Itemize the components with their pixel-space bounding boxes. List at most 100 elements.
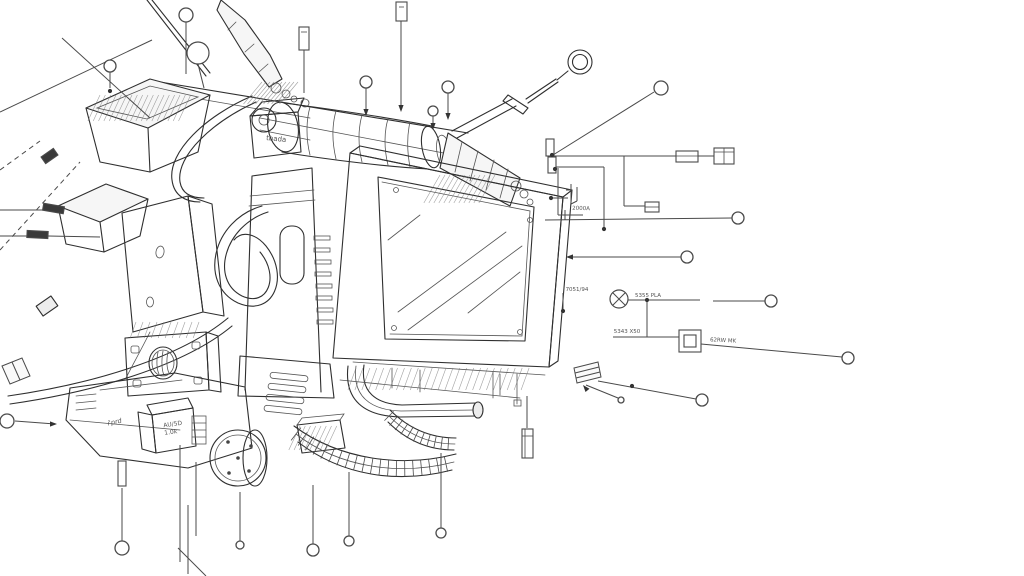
hatch-stroke: [416, 367, 426, 391]
hatch-stroke: [293, 425, 306, 451]
hatch-stroke: [299, 425, 311, 451]
small-box: [137, 397, 207, 454]
wedge-housing: [65, 372, 253, 469]
arrowhead: [398, 105, 404, 112]
leader-line: [597, 380, 697, 400]
junction-dot: [644, 297, 650, 303]
leader-circle: [114, 540, 130, 556]
hose-rib: [297, 432, 308, 446]
hatch-stroke: [453, 174, 471, 204]
hatch-stroke: [178, 321, 186, 339]
leader-circle: [695, 393, 709, 407]
leader-line: [47, 235, 101, 238]
hatch-stroke: [473, 174, 491, 204]
annotation-part: [574, 366, 600, 374]
hatch-stroke: [143, 321, 151, 339]
hose-rib: [420, 459, 423, 476]
hose-rib: [378, 459, 382, 476]
hatch-stroke: [288, 425, 301, 451]
hatch-stroke: [247, 81, 267, 105]
hatch-stroke: [92, 94, 106, 122]
hatch-stroke: [259, 81, 279, 105]
clip-symbol: [570, 200, 578, 205]
hatch-stroke: [458, 367, 468, 391]
hatch-stroke: [275, 81, 295, 105]
annotation-label: AU/5D: [163, 420, 183, 430]
hatch-stroke: [368, 367, 378, 391]
hatch-stroke: [468, 174, 486, 204]
hose-rib: [305, 436, 315, 451]
hose-rib: [426, 433, 431, 447]
hatch-stroke: [255, 81, 275, 105]
leader-circle: [764, 294, 778, 308]
annotation-label: 2000A: [572, 206, 590, 213]
junction-dot: [560, 308, 566, 314]
stick-tip: [513, 399, 522, 407]
terminal-box: [395, 1, 408, 22]
terminal-box: [545, 138, 555, 157]
annotation-layer: [0, 1, 855, 576]
leader-line: [0, 140, 41, 171]
junction-dot: [107, 88, 113, 94]
hatch-stroke: [130, 94, 143, 122]
arrowhead: [430, 123, 436, 130]
leader-line: [61, 37, 151, 119]
hatch-stroke: [486, 367, 495, 391]
junction-dot: [629, 383, 635, 389]
hatch-stroke: [129, 321, 137, 339]
hatch-stroke: [465, 367, 474, 391]
deck-box: [249, 97, 310, 159]
hatch-stroke: [114, 94, 127, 122]
hatch-stroke: [263, 81, 283, 105]
hatch-stroke: [164, 321, 172, 339]
hatch-stroke: [410, 367, 419, 391]
hatch-stroke: [136, 321, 144, 339]
hose-rib: [440, 436, 443, 450]
eyelet-rod: [451, 49, 593, 139]
hatch-stroke: [271, 81, 291, 105]
hatch-stroke: [309, 425, 322, 451]
leader-circle: [653, 80, 669, 96]
hatch-stroke: [172, 94, 186, 122]
arrowhead: [566, 254, 573, 260]
leader-line: [700, 343, 843, 358]
hatch-stroke: [87, 94, 101, 122]
pin-bar: [26, 229, 49, 240]
annotation-label: 5355 PLA: [635, 293, 661, 299]
hatch-stroke: [513, 367, 523, 391]
hatch-stroke: [430, 367, 440, 391]
annotation-label: 5343 X50: [614, 329, 641, 335]
hatch-stroke: [433, 174, 451, 204]
hatch-stroke: [157, 321, 165, 339]
leader-circle: [343, 535, 355, 547]
leader-circle: [680, 250, 694, 264]
leader-circle: [0, 413, 15, 429]
terminal-box: [117, 460, 127, 487]
hatch-stroke: [448, 174, 466, 204]
hatch-stroke: [267, 81, 287, 105]
hatch-stroke: [493, 367, 502, 391]
terminal-box: [683, 334, 697, 348]
left-cube: [121, 195, 225, 333]
hose-rib: [361, 456, 366, 473]
leader-line: [177, 547, 207, 576]
slat-panel: [263, 371, 309, 416]
annotation-label: 1.0k: [164, 428, 178, 437]
hose-rib: [419, 431, 425, 445]
leader-line: [0, 161, 81, 251]
hatch-stroke: [472, 367, 481, 391]
gauge-unit: [124, 331, 222, 397]
hose-rib: [428, 458, 432, 475]
leader-line: [585, 384, 619, 399]
hatch-stroke: [251, 81, 271, 105]
leader-circle: [427, 105, 439, 117]
hatch-stroke: [423, 367, 433, 391]
hatch-stroke: [314, 425, 327, 451]
leader-circle: [841, 351, 855, 365]
junction-dot: [548, 195, 554, 201]
hose-rib: [387, 460, 390, 477]
hatch-stroke: [243, 81, 263, 105]
hatch-stroke: [162, 94, 175, 122]
